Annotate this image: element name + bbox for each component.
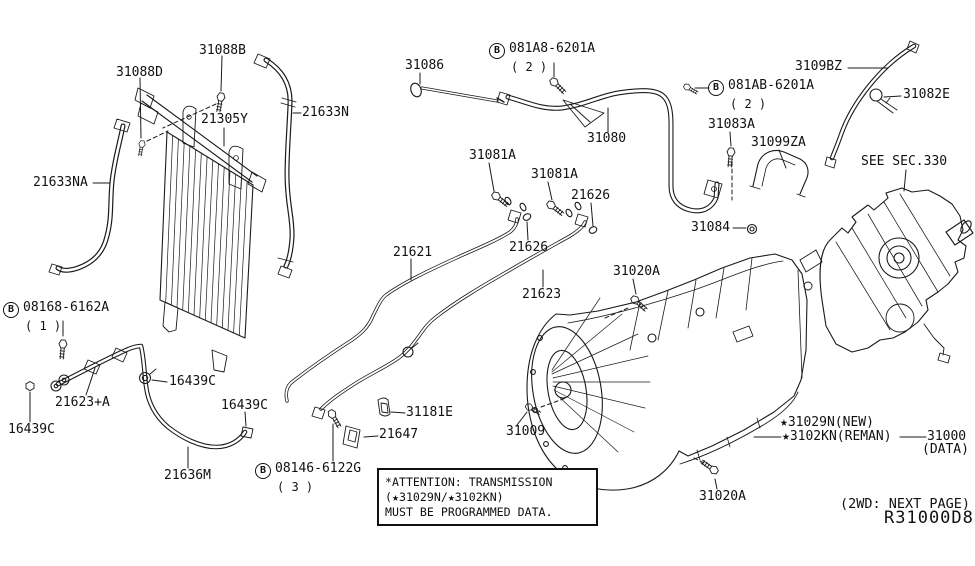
bracket-31099za-art bbox=[749, 149, 809, 198]
attention-line-3: MUST BE PROGRAMMED DATA. bbox=[385, 505, 553, 519]
part-label-31000-data: (DATA) bbox=[922, 442, 969, 457]
circled-b-icon: B bbox=[708, 80, 724, 96]
oil-cooler-art bbox=[134, 87, 267, 373]
pipe-21621-art bbox=[284, 209, 522, 403]
leader-lines bbox=[29, 55, 927, 490]
attention-line-1: *ATTENTION: TRANSMISSION bbox=[385, 475, 553, 489]
part-label-21633NA: 21633NA bbox=[33, 175, 88, 190]
part-label-21633N: 21633N bbox=[302, 105, 349, 120]
part-label-21626-mid: 21626 bbox=[509, 240, 549, 255]
attention-line-2: (★31029N/★3102KN) bbox=[385, 490, 504, 504]
circled-b-icon: B bbox=[489, 43, 505, 59]
part-label-16439C-mid: 16439C bbox=[169, 374, 216, 389]
clip-31082e-art bbox=[869, 88, 898, 114]
hose-21633n-art bbox=[253, 53, 297, 279]
tube-31080-art bbox=[496, 88, 723, 214]
part-label-21623plusA: 21623+A bbox=[55, 395, 110, 410]
part-label-21626-right: 21626 bbox=[571, 188, 611, 203]
part-label-31088B: 31088B bbox=[199, 43, 246, 58]
attention-box: *ATTENTION: TRANSMISSION (★31029N/★3102K… bbox=[377, 468, 598, 526]
part-label-31000: 31000 bbox=[927, 429, 967, 444]
transmission-art bbox=[526, 253, 808, 491]
part-label-31088D: 31088D bbox=[116, 65, 163, 80]
part-label-31083A: 31083A bbox=[708, 117, 755, 132]
transfer-case-art bbox=[799, 187, 974, 364]
bracket-31181e-art bbox=[377, 397, 391, 417]
part-label-21305Y: 21305Y bbox=[201, 112, 248, 127]
circled-b-icon: B bbox=[3, 302, 19, 318]
part-label-31181E: 31181E bbox=[406, 405, 453, 420]
pipe-21623-art bbox=[311, 213, 589, 420]
hose-21633na-art bbox=[48, 118, 131, 276]
part-label-31081A-left: 31081A bbox=[469, 148, 516, 163]
part-label-31020A-upper: 31020A bbox=[613, 264, 660, 279]
part-label-31020A-lower: 31020A bbox=[699, 489, 746, 504]
part-label-31084: 31084 bbox=[691, 220, 731, 235]
part-label-21623: 21623 bbox=[522, 287, 562, 302]
part-label-31009: 31009 bbox=[506, 424, 546, 439]
part-label-21621: 21621 bbox=[393, 245, 433, 260]
part-label-31081A-right: 31081A bbox=[531, 167, 578, 182]
washers-and-nuts-art bbox=[25, 196, 758, 392]
part-label-16439C-right: 16439C bbox=[221, 398, 268, 413]
part-label-3102KN-reman: ★3102KN(REMAN) bbox=[782, 429, 892, 444]
hose-3109bz-art bbox=[824, 40, 920, 169]
part-label-31080: 31080 bbox=[587, 131, 627, 146]
part-label-16439C-left: 16439C bbox=[8, 422, 55, 437]
bracket-21647-art bbox=[342, 425, 361, 449]
diagram-code: R31000D8 bbox=[884, 508, 974, 528]
circled-b-icon: B bbox=[255, 463, 271, 479]
part-label-31086: 31086 bbox=[405, 58, 445, 73]
pipe-21623a-hose-21636m-art bbox=[50, 343, 254, 450]
part-label-31082E: 31082E bbox=[903, 87, 950, 102]
dipstick-31086-art bbox=[410, 82, 505, 103]
part-label-31099ZA: 31099ZA bbox=[751, 135, 806, 150]
page-note-2wd: (2WD: NEXT PAGE) bbox=[840, 496, 971, 512]
part-label-21647: 21647 bbox=[379, 427, 419, 442]
part-label-3109BZ: 3109BZ bbox=[795, 59, 842, 74]
see-sec-330-note: SEE SEC.330 bbox=[861, 154, 948, 169]
part-label-21636M: 21636M bbox=[164, 468, 211, 483]
part-label-31029N-new: ★31029N(NEW) bbox=[780, 415, 874, 430]
